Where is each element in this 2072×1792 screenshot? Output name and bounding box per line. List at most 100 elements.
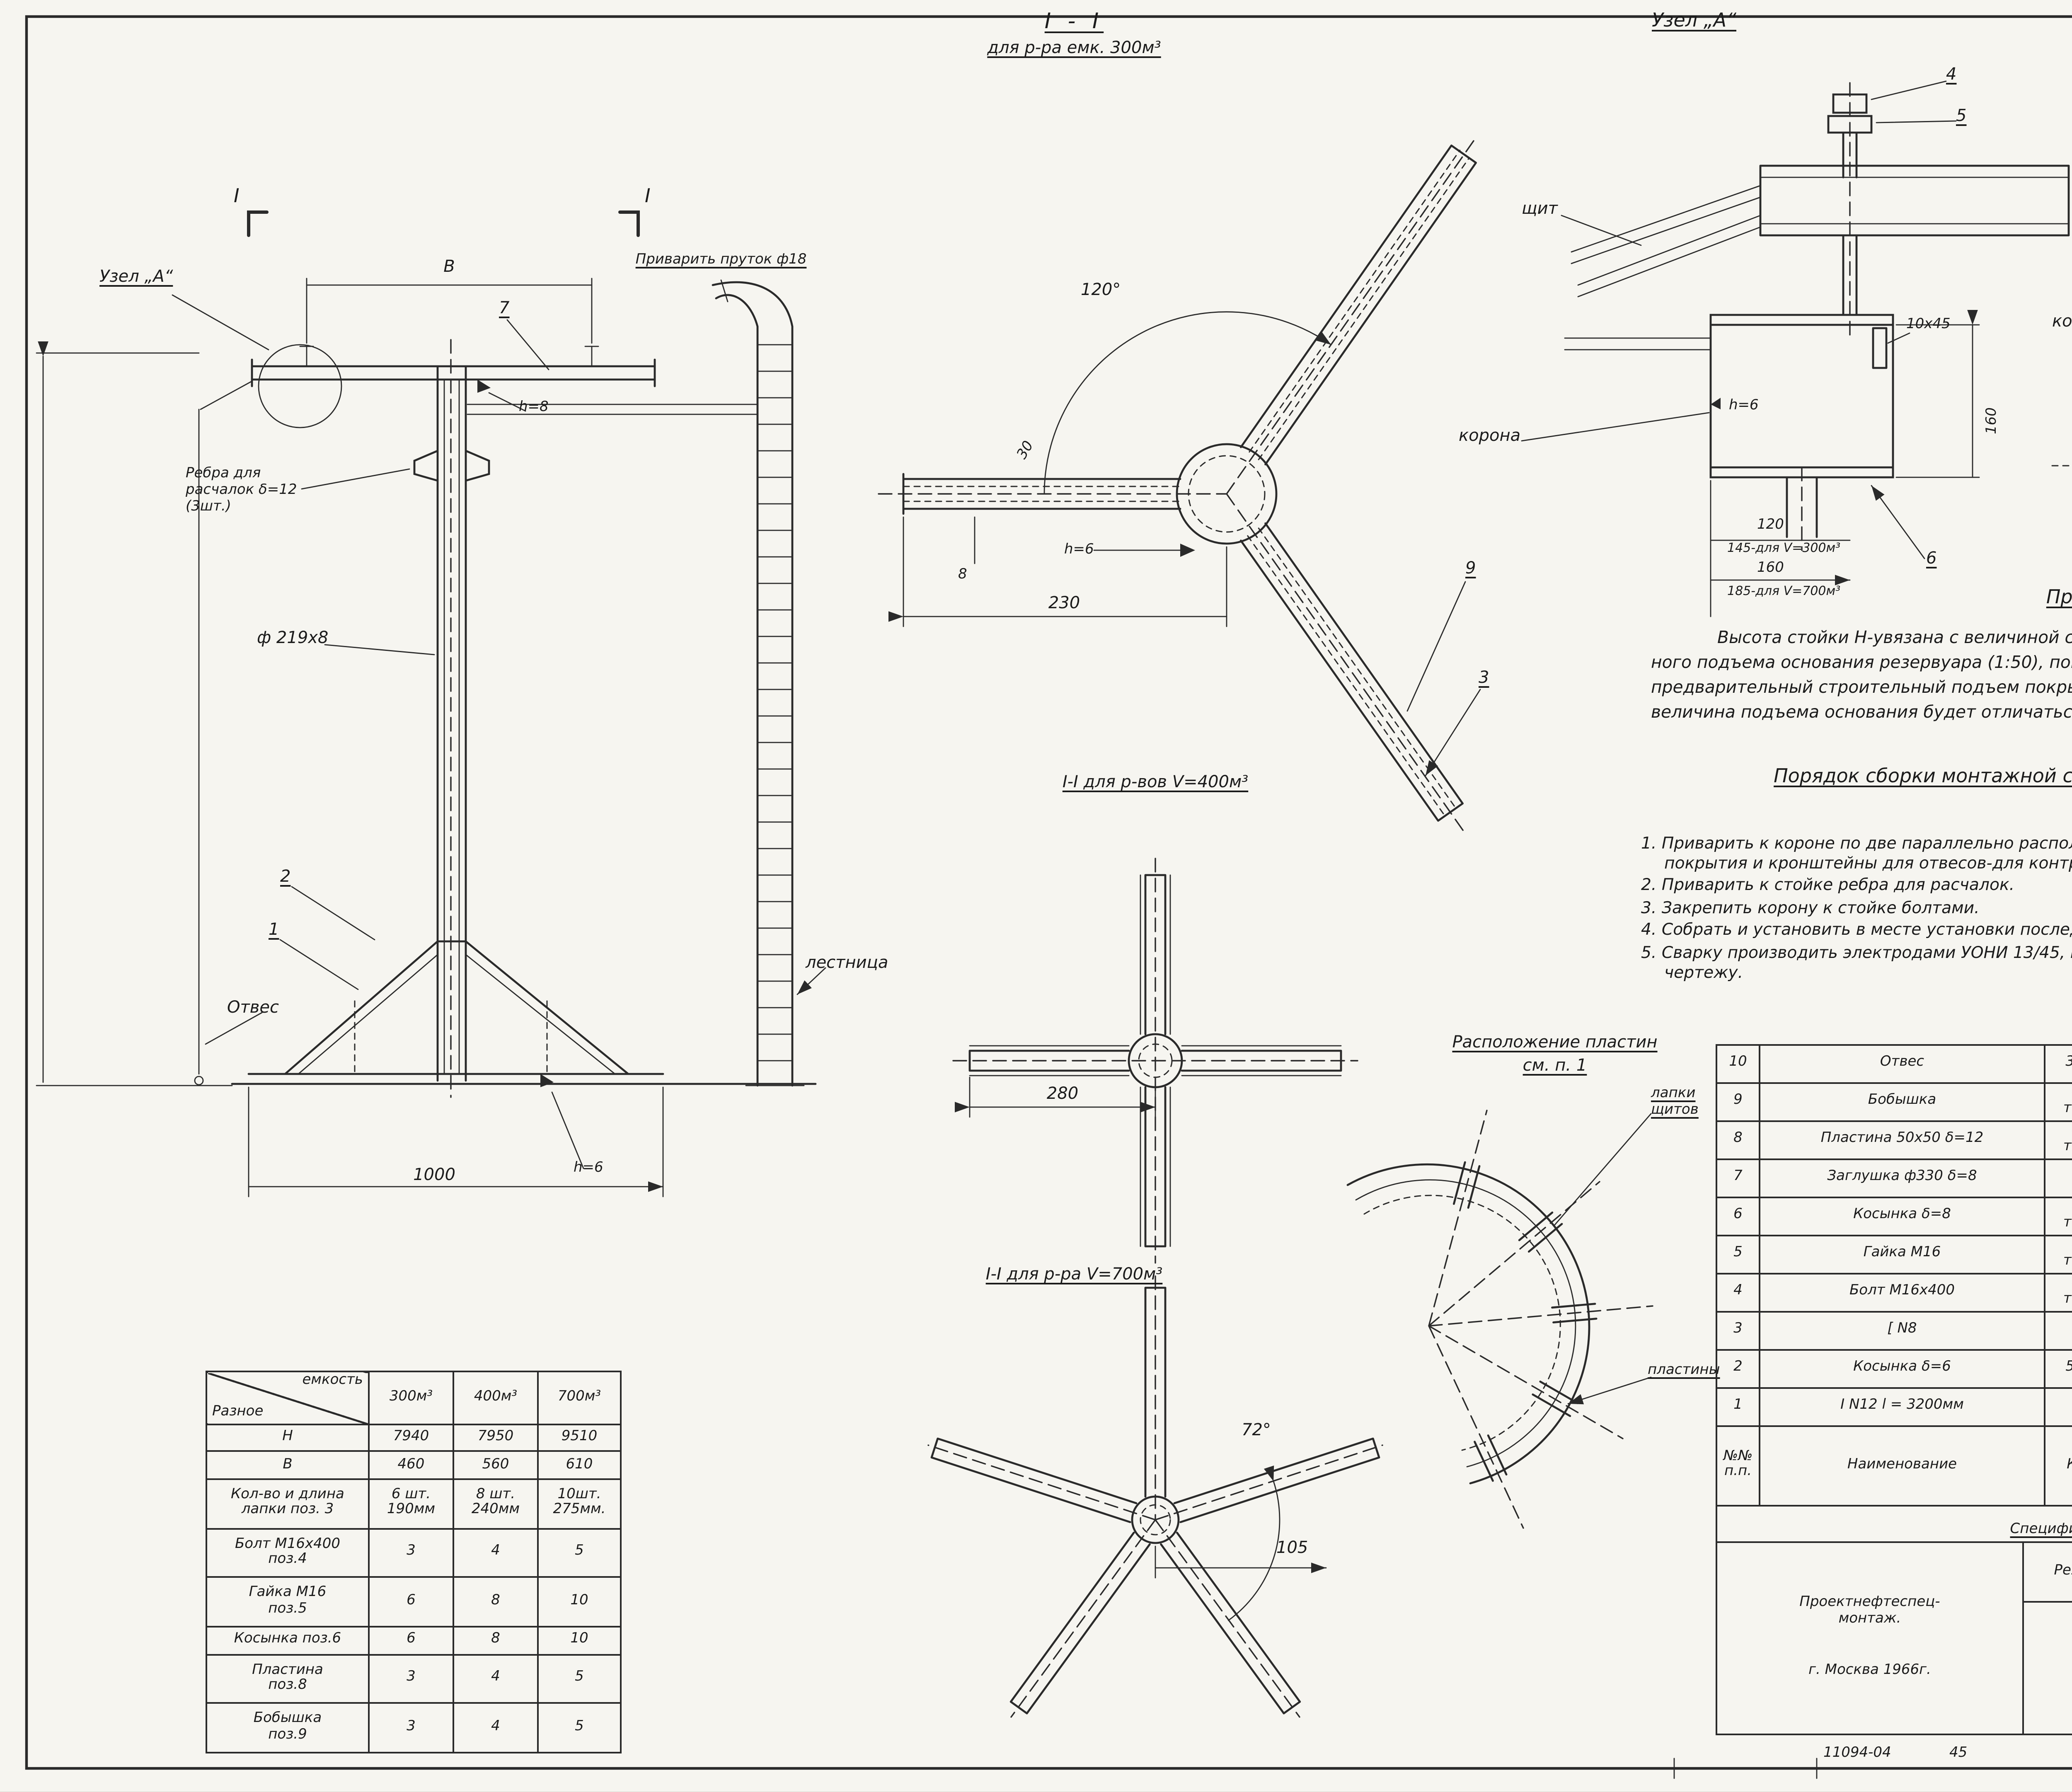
capacity-value-700: 5 (537, 1654, 622, 1705)
spec-row: 6 Косынка δ=8 см. табл. (1716, 1197, 2072, 1236)
shield-tabs-label: лапки щитов (1651, 1086, 1699, 1119)
series-title: Резервуары ёмкостью 100-5000м³ (2022, 1541, 2072, 1603)
capacity-value-400: 4 (453, 1654, 539, 1705)
spec-cell-name: Пластина 50х50 δ=12 (1759, 1120, 2045, 1160)
view-a-detail (2051, 465, 2072, 467)
capacity-value-300: 460 (368, 1451, 454, 1480)
capacity-corner-bottom: Разное (212, 1404, 264, 1421)
dim-185-label: 185-для V=700м³ (1727, 583, 1841, 598)
capacity-row-label: Косынка поз.6 (206, 1625, 370, 1656)
pos-9-label: 9 (1465, 560, 1476, 578)
capacity-row: Гайка М16 поз.5 6 8 10 (206, 1577, 622, 1628)
spec-cell-qty: 3шт. (2044, 1044, 2072, 1084)
angle-120-label: 120° (1081, 282, 1121, 300)
elevation-view (36, 210, 826, 1197)
dim-160-vertical-label: 160 (1984, 407, 2001, 434)
spec-cell-num: 8 (1716, 1120, 1760, 1160)
capacity-value-400: 4 (453, 1703, 539, 1753)
spec-cell-name: Косынка δ=6 (1759, 1349, 2045, 1389)
dim-105-label: 105 (1276, 1540, 1308, 1558)
plumb-label: Отвес (227, 999, 279, 1018)
spec-caption-cell: Спецификация деталей (1716, 1504, 2072, 1543)
capacity-value-300: 3 (368, 1703, 454, 1753)
spec-header-num: №№ п.п. (1716, 1425, 1760, 1506)
plates-label: пластины (1648, 1362, 1720, 1379)
spec-caption-row: Спецификация деталей (1716, 1504, 2072, 1543)
spec-cell-num: 5 (1716, 1235, 1760, 1274)
spec-cell-num: 1 (1716, 1387, 1760, 1427)
pos-5-label: 5 (1956, 108, 1967, 126)
capacity-value-700: 5 (537, 1528, 622, 1579)
ribs-note: Ребра для расчалок δ=12 (3шт.) (186, 466, 297, 516)
ladder-label: лестница (806, 955, 888, 973)
org-city: г. Москва 1966г. (1808, 1662, 1931, 1679)
shield-label: щит (1522, 201, 1558, 219)
spec-cell-name: Заглушка ф330 δ=8 (1759, 1158, 2045, 1198)
crown-label-view-a: корона (2052, 313, 2072, 331)
angle-72-label: 72° (1242, 1422, 1271, 1440)
capacity-value-400: 560 (453, 1451, 539, 1480)
pos-1-label: 1 (269, 921, 279, 940)
spec-row: 7 Заглушка ф330 δ=8 1 см. табл. (1716, 1158, 2072, 1198)
plates-layout-diagram (1346, 1110, 1653, 1529)
capacity-value-700: 10 (537, 1625, 622, 1656)
capacity-row-label: Кол-во и длина лапки поз. 3 (206, 1478, 370, 1530)
spec-row: 10 Отвес 3шт. (1716, 1044, 2072, 1084)
capacity-row-label: Н (206, 1423, 370, 1453)
spec-caption: Спецификация деталей (2010, 1521, 2072, 1538)
dim-160b-label: 160 (1757, 560, 1784, 577)
title-block: Проектнефтеспец- монтаж. г. Москва 1966г… (1716, 1541, 2072, 1735)
sheet-frame (25, 15, 2072, 1779)
section-300-subtitle: для р-ра емк. 300м³ (987, 40, 1161, 58)
spec-table: 10 Отвес 3шт. 9 Бобышка см. табл. — — 8 (1716, 1044, 2072, 1543)
spec-row: 9 Бобышка см. табл. — — (1716, 1082, 2072, 1122)
crown-label-node-a: корона (1459, 428, 1521, 446)
capacity-row: Косынка поз.6 6 8 10 (206, 1625, 622, 1656)
dim-1000-label: 1000 (413, 1167, 455, 1185)
spec-cell-name: Отвес (1759, 1044, 2045, 1084)
capacity-value-300: 6 шт. 190мм (368, 1478, 454, 1530)
spec-cell-num: 2 (1716, 1349, 1760, 1389)
weld-h6-300-label: h=6 (1064, 542, 1094, 559)
pos-7-label: 7 (499, 300, 510, 318)
node-a-title: Узел „А“ (1652, 8, 1736, 31)
drawing-title: Монтажная стойка для резервуаров емкос- … (2022, 1601, 2072, 1735)
pos-4-label: 4 (1946, 66, 1957, 85)
spec-cell-num: 3 (1716, 1311, 1760, 1351)
capacity-row-label: Гайка М16 поз.5 (206, 1577, 370, 1628)
weld-rod-note: Приварить пруток ф18 (635, 252, 807, 268)
spec-row: 1 I N12 l = 3200мм 1 Ст.3 (1716, 1387, 2072, 1427)
pos-2-label: 2 (280, 868, 291, 887)
capacity-corner-cell: емкость Разное (206, 1371, 370, 1425)
plate-10x45-label: 10х45 (1906, 317, 1951, 333)
spec-cell-num: 6 (1716, 1197, 1760, 1236)
capacity-col-300: 300м³ (368, 1371, 454, 1425)
spec-header-name: Наименование (1759, 1425, 2045, 1506)
assembly-step: 4. Собрать и установить в месте установк… (1641, 922, 2072, 940)
weld-h6-node-label: h=6 (1729, 398, 1759, 414)
title-block-row-2: Монтажная стойка для резервуаров емкос- … (1716, 1601, 2072, 1735)
spec-row: 3 [ N8 Ст.3 (1716, 1311, 2072, 1351)
page-code: 45 (1949, 1745, 1968, 1762)
spec-cell-qty: см. табл. (2044, 1273, 2072, 1313)
spec-row: 2 Косынка δ=6 5шт. Ст.3 (1716, 1349, 2072, 1389)
capacity-col-400: 400м³ (453, 1371, 539, 1425)
spec-cell-name: Гайка М16 (1759, 1235, 2045, 1274)
spec-cell-qty: см. табл. (2044, 1082, 2072, 1122)
capacity-col-700: 700м³ (537, 1371, 622, 1425)
capacity-row-label: В (206, 1451, 370, 1480)
capacity-header-row: емкость Разное 300м³ 400м³ 700м³ (206, 1371, 622, 1425)
spec-row: 5 Гайка М16 см. табл. — — ГОСТ 5915-62 (1716, 1235, 2072, 1274)
assembly-steps: 1. Приварить к короне по две параллельно… (1641, 796, 2072, 986)
capacity-value-700: 10 (537, 1577, 622, 1628)
dim-230-label: 230 (1048, 595, 1080, 613)
spec-cell-num: 7 (1716, 1158, 1760, 1198)
spec-cell-qty (2044, 1311, 2072, 1351)
capacity-row: Кол-во и длина лапки поз. 3 6 шт. 190мм … (206, 1478, 622, 1530)
note-title: Примечание (2046, 585, 2072, 608)
capacity-row-label: Болт М16х400 поз.4 (206, 1528, 370, 1579)
capacity-value-400: 4 (453, 1528, 539, 1579)
spec-cell-qty: 1 (2044, 1158, 2072, 1198)
spec-cell-qty: 1 (2044, 1387, 2072, 1427)
